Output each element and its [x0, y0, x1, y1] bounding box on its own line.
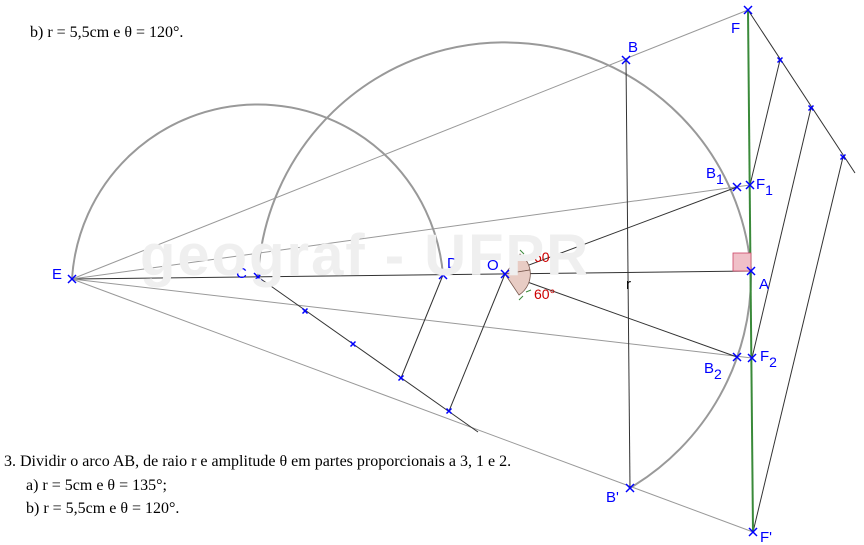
- division-tick-3: [397, 374, 405, 382]
- label-B1: B1: [706, 165, 724, 187]
- label-r: r: [626, 276, 631, 293]
- item-a: a) r = 5cm e θ = 135°;: [26, 477, 167, 494]
- label-O: O: [487, 257, 499, 274]
- line-OB2: [504, 273, 738, 358]
- point-F: [743, 5, 753, 15]
- item-b: b) r = 5,5cm e θ = 120°.: [26, 500, 180, 517]
- label-A: A: [759, 276, 769, 293]
- division-tick-7: [839, 153, 847, 161]
- label-Bprime: B': [606, 489, 619, 506]
- point-B1: [732, 182, 742, 192]
- label-angle-upper: 60°: [534, 249, 555, 265]
- label-F1: F1: [756, 176, 773, 198]
- line-D-parallel: [400, 274, 444, 379]
- line-F1-parallel: [749, 59, 781, 186]
- label-angle-lower: 60°: [534, 286, 555, 302]
- line-F-division: [747, 9, 856, 174]
- division-tick-6: [807, 104, 815, 112]
- division-tick-2: [349, 340, 357, 348]
- point-Bp: [625, 483, 635, 493]
- point-D: [438, 270, 448, 280]
- line-C-division: [257, 276, 479, 433]
- point-B: [621, 55, 631, 65]
- line-Fprime-parallel: [752, 156, 844, 533]
- semicircle-arc-ED: [71, 103, 444, 280]
- point-E: [67, 274, 77, 284]
- arc-ABprime: [629, 270, 753, 489]
- arc-CA: [257, 41, 752, 278]
- point-O: [500, 269, 510, 279]
- label-F2: F2: [760, 348, 777, 370]
- point-A: [746, 266, 756, 276]
- label-E: E: [52, 266, 62, 283]
- right-angle-marker: [732, 252, 752, 272]
- exercise-statement: 3. Dividir o arco AB, de raio r e amplit…: [4, 453, 512, 470]
- watermark: geograf - UFPR: [140, 223, 591, 288]
- label-F: F: [731, 20, 740, 37]
- label-Fprime: F': [760, 529, 772, 545]
- item-b-top: b) r = 5,5cm e θ = 120°.: [30, 24, 184, 41]
- label-B2: B2: [704, 360, 722, 382]
- division-tick-5: [776, 56, 784, 64]
- angle-sector-lower: [504, 269, 531, 296]
- line-O-parallel: [448, 273, 506, 412]
- label-B: B: [628, 39, 638, 56]
- label-D: D: [447, 255, 458, 272]
- line-BBprime: [625, 59, 631, 489]
- line-EA: [71, 270, 752, 280]
- angle-ticks: [518, 249, 532, 301]
- line-F2-parallel: [751, 107, 812, 359]
- line-EFprime: [71, 278, 754, 533]
- division-tick-4: [445, 407, 453, 415]
- point-F2: [747, 353, 757, 363]
- line-EF: [71, 9, 749, 280]
- line-OB1: [504, 186, 738, 275]
- division-tick-1: [301, 307, 309, 315]
- label-C: C: [236, 265, 247, 282]
- line-EF2: [71, 278, 753, 359]
- point-Fp: [748, 527, 758, 537]
- point-C: [253, 272, 263, 282]
- point-F1: [745, 180, 755, 190]
- line-EF1: [71, 184, 751, 280]
- point-B2: [732, 352, 742, 362]
